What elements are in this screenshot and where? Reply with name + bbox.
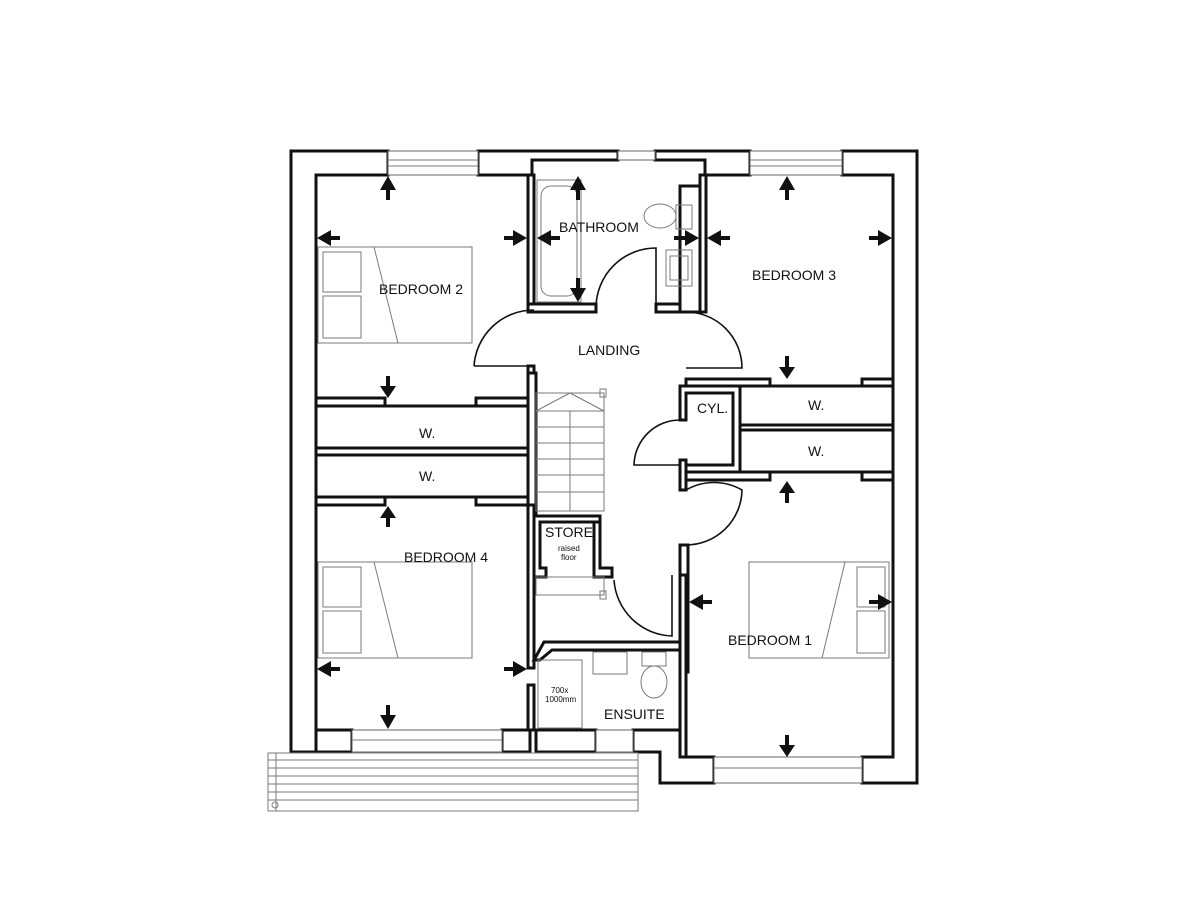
label-shower-size-1: 700x bbox=[551, 686, 568, 695]
arrow-down-icon bbox=[779, 735, 795, 757]
label-landing: LANDING bbox=[578, 342, 640, 358]
arrow-up-icon bbox=[570, 176, 586, 200]
arrow-down-icon bbox=[380, 705, 396, 729]
arrow-right-icon bbox=[504, 230, 527, 246]
arrow-right-icon bbox=[869, 594, 892, 610]
dimension-arrows bbox=[317, 176, 892, 757]
label-bathroom: BATHROOM bbox=[559, 219, 639, 235]
label-store-note-2: floor bbox=[561, 553, 577, 562]
label-ensuite: ENSUITE bbox=[604, 706, 665, 722]
room-labels: BEDROOM 2 BATHROOM BEDROOM 3 LANDING CYL… bbox=[379, 219, 836, 722]
label-wardrobe-bed3-b: W. bbox=[808, 443, 824, 459]
label-store: STORE bbox=[545, 524, 593, 540]
arrow-down-icon bbox=[570, 278, 586, 302]
label-wardrobe-bed3-a: W. bbox=[808, 397, 824, 413]
outer-walls bbox=[289, 149, 919, 785]
fixtures bbox=[317, 179, 890, 729]
bed-bedroom-2 bbox=[317, 246, 473, 344]
arrow-left-icon bbox=[689, 594, 712, 610]
label-bedroom-2: BEDROOM 2 bbox=[379, 281, 463, 297]
arrow-left-icon bbox=[707, 230, 730, 246]
arrow-up-icon bbox=[779, 481, 795, 503]
arrow-right-icon bbox=[504, 661, 527, 677]
arrow-left-icon bbox=[317, 230, 340, 246]
label-cylinder: CYL. bbox=[697, 400, 728, 416]
arrow-left-icon bbox=[317, 661, 340, 677]
bed-bedroom-4 bbox=[317, 561, 473, 659]
bed-bedroom-1 bbox=[748, 561, 890, 659]
staircase bbox=[535, 388, 607, 600]
windows bbox=[351, 150, 863, 784]
arrow-left-icon bbox=[537, 230, 560, 246]
label-shower-size-2: 1000mm bbox=[545, 695, 576, 704]
label-store-note-1: raised bbox=[558, 544, 580, 553]
balcony bbox=[267, 752, 639, 812]
label-wardrobe-bed4: W. bbox=[419, 468, 435, 484]
label-bedroom-4: BEDROOM 4 bbox=[404, 549, 488, 565]
arrow-up-icon bbox=[779, 176, 795, 200]
arrow-right-icon bbox=[869, 230, 892, 246]
arrow-down-icon bbox=[779, 356, 795, 379]
arrow-up-icon bbox=[380, 506, 396, 527]
interior-walls bbox=[314, 173, 895, 759]
arrow-right-icon bbox=[674, 230, 699, 246]
label-bedroom-1: BEDROOM 1 bbox=[728, 632, 812, 648]
label-bedroom-3: BEDROOM 3 bbox=[752, 267, 836, 283]
arrow-up-icon bbox=[380, 176, 396, 200]
doors bbox=[473, 247, 743, 637]
label-wardrobe-bed2: W. bbox=[419, 425, 435, 441]
arrow-down-icon bbox=[380, 376, 396, 398]
